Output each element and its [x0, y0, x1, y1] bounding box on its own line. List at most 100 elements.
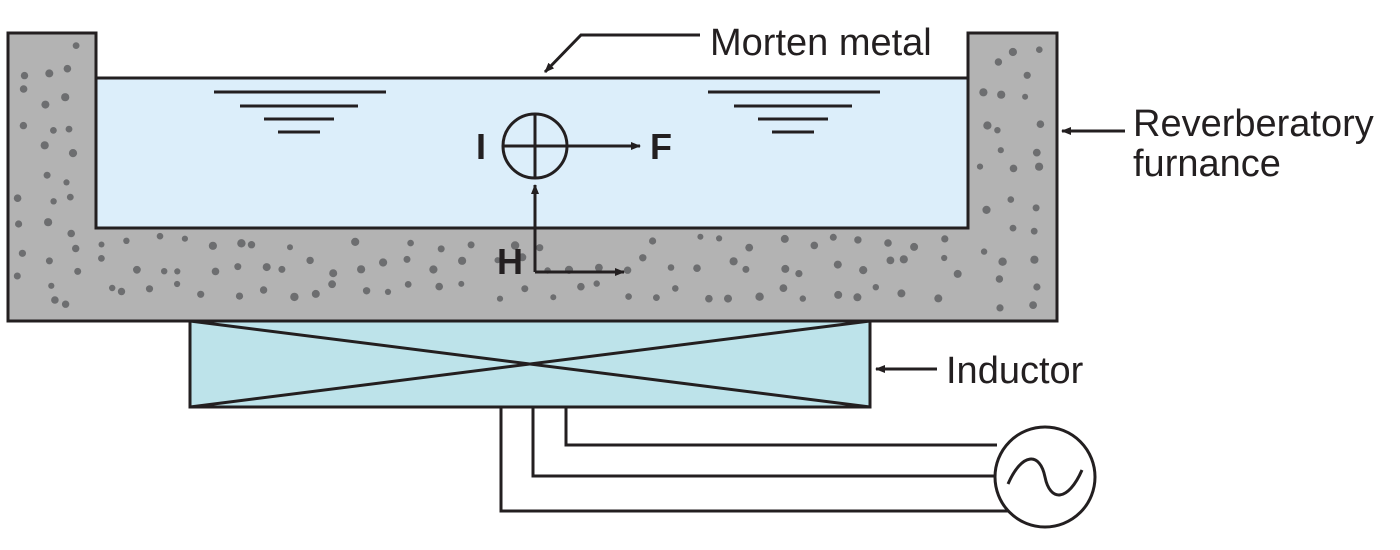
refractory-dot [1007, 196, 1015, 203]
current-label: I [476, 126, 486, 167]
refractory-dot [123, 237, 130, 244]
refractory-dot [593, 280, 600, 287]
liquid-surface-symbol-left [214, 90, 386, 134]
refractory-dot [510, 241, 520, 250]
refractory-dot [50, 126, 57, 134]
refractory-dot [853, 293, 862, 302]
refractory-dot [1032, 204, 1040, 212]
refractory-dot [404, 281, 412, 288]
refractory-dot [854, 236, 862, 244]
refractory-dot [781, 264, 790, 273]
refractory-dot [181, 235, 188, 242]
refractory-dot [745, 243, 754, 252]
refractory-dot [1036, 120, 1045, 128]
refractory-dot [693, 264, 701, 273]
refractory-dot [156, 232, 164, 240]
refractory-dot [1008, 47, 1018, 57]
refractory-dot [161, 268, 168, 275]
refractory-dot [953, 269, 962, 278]
refractory-dot [61, 300, 70, 308]
refractory-dot [997, 147, 1004, 154]
refractory-dot [995, 275, 1004, 283]
refractory-dot [13, 194, 22, 202]
refractory-dot [458, 280, 465, 287]
furnace-label-line2: furnance [1133, 143, 1281, 185]
refractory-dot [755, 292, 764, 301]
refractory-dot [996, 304, 1004, 312]
refractory-dot [467, 241, 475, 249]
refractory-dot [829, 233, 837, 241]
refractory-dot [494, 257, 501, 264]
refractory-dot [72, 42, 80, 49]
refractory-dot [247, 241, 256, 249]
refractory-dot [51, 296, 59, 304]
refractory-dot [1032, 148, 1041, 157]
refractory-dot [287, 244, 293, 251]
refractory-dot [362, 287, 371, 295]
refractory-dot [998, 257, 1007, 266]
refractory-dot [259, 286, 268, 294]
refractory-dot [1029, 301, 1037, 309]
refractory-dot [328, 280, 336, 289]
refractory-dot [795, 270, 803, 278]
refractory-dot [1030, 255, 1039, 264]
refractory-dot [174, 268, 181, 275]
refractory-dot [577, 282, 585, 291]
refractory-dot [724, 294, 732, 303]
refractory-dot [109, 284, 116, 292]
refractory-dot [237, 239, 246, 248]
refractory-dot [1035, 162, 1044, 171]
field-label: H [497, 241, 523, 282]
refractory-dot [262, 263, 271, 272]
refractory-dot [208, 241, 217, 250]
refractory-dot [290, 292, 299, 302]
refractory-dot [329, 269, 338, 278]
refractory-dot [379, 258, 388, 267]
refractory-dot [496, 295, 504, 302]
refractory-dot [50, 198, 57, 205]
refractory-dot [19, 85, 28, 93]
refractory-dot [235, 292, 244, 300]
refractory-dot [18, 249, 26, 257]
refractory-dot [729, 257, 738, 266]
refractory-dot [74, 267, 82, 275]
refractory-dot [357, 265, 366, 274]
refractory-dot [13, 272, 21, 280]
refractory-dot [941, 235, 949, 243]
liquid-surface-symbol-right [708, 90, 880, 134]
refractory-dot [351, 237, 360, 246]
refractory-dot [117, 287, 126, 296]
refractory-dot [982, 205, 991, 214]
refractory-dot [234, 263, 242, 271]
refractory-dot [623, 266, 632, 274]
refractory-dot [639, 254, 647, 262]
refractory-dot [40, 141, 49, 150]
refractory-dot [437, 245, 445, 253]
refractory-dot [19, 121, 28, 130]
refractory-dot [435, 282, 444, 291]
refractory-dot [45, 257, 53, 265]
refractory-dot [536, 244, 544, 252]
refractory-dot [98, 255, 105, 262]
refractory-dot [65, 125, 73, 133]
refractory-dot [910, 242, 919, 251]
refractory-dot [1022, 93, 1029, 100]
refractory-dot [697, 233, 704, 240]
refractory-dot [980, 248, 988, 255]
refractory-dot [429, 265, 438, 274]
refractory-dot [44, 218, 53, 227]
refractory-dot [653, 294, 660, 301]
refractory-dot [43, 171, 51, 179]
refractory-dot [979, 88, 988, 97]
refractory-dot [63, 179, 70, 186]
refractory-dot [672, 285, 679, 292]
force-label: F [650, 126, 672, 167]
refractory-dot [1036, 46, 1043, 53]
refractory-dot [810, 241, 819, 250]
refractory-dot [41, 100, 50, 109]
refractory-dot [384, 288, 392, 295]
refractory-dot [98, 241, 105, 248]
refractory-dot [72, 244, 80, 253]
refractory-dot [174, 280, 181, 288]
